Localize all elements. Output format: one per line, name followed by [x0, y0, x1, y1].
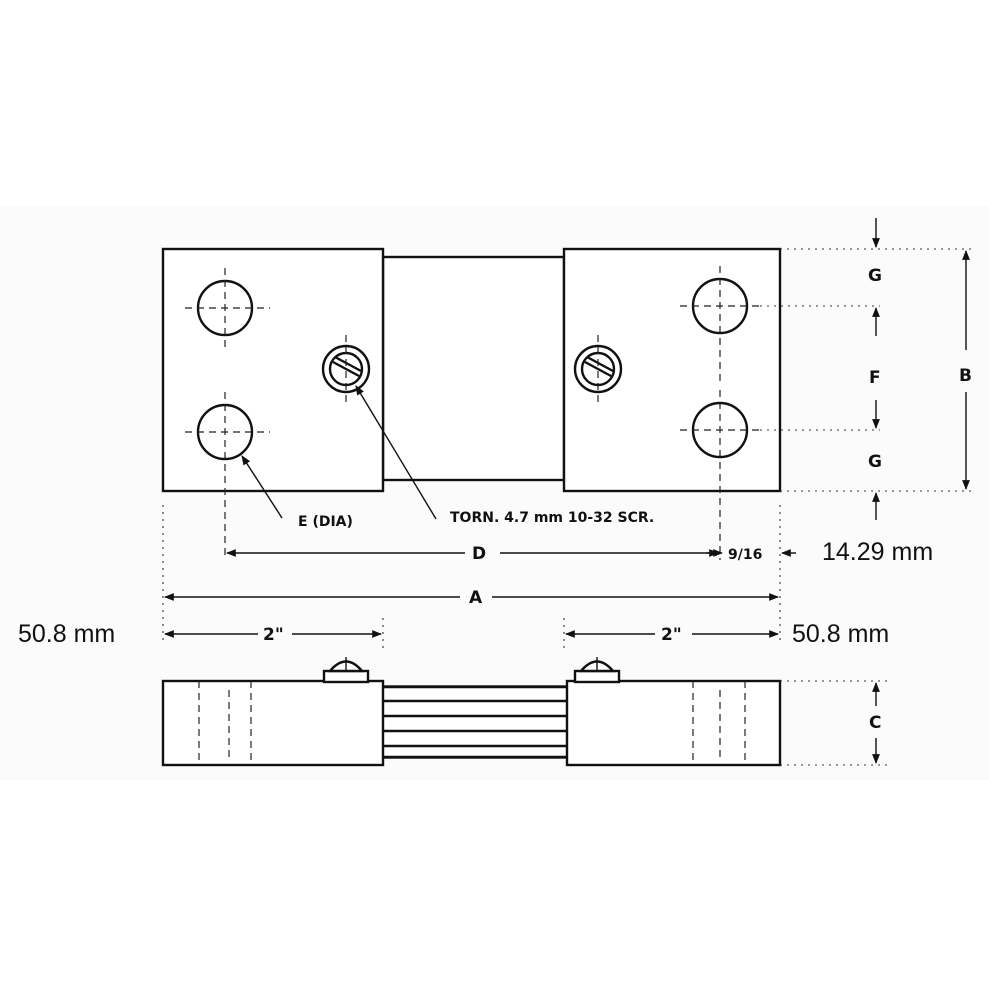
- label-50-8-mm-right: 50.8 mm: [792, 620, 889, 648]
- right-block-side: [565, 679, 782, 767]
- label-d: D: [472, 544, 486, 564]
- screw-head-left-icon: [322, 657, 370, 684]
- screw-head-right-icon: [573, 657, 621, 684]
- resistance-laminations: [379, 685, 571, 759]
- label-b: B: [959, 366, 972, 386]
- top-view: [161, 247, 975, 560]
- label-14-29-mm: 14.29 mm: [822, 538, 933, 566]
- label-g-bottom: G: [868, 452, 882, 472]
- right-terminal-block: [562, 247, 782, 493]
- label-g-top: G: [868, 266, 882, 286]
- label-a: A: [469, 588, 483, 608]
- label-c: C: [869, 713, 881, 733]
- label-2-inch-left: 2": [263, 625, 284, 645]
- left-block-side: [161, 679, 385, 767]
- label-hole-diameter: E (DIA): [298, 514, 353, 530]
- label-f: F: [869, 368, 881, 388]
- label-2-inch-right: 2": [661, 625, 682, 645]
- sense-screw-right-icon: [573, 335, 623, 403]
- label-9-16: 9/16: [728, 547, 762, 563]
- sense-screw-left-icon: [321, 335, 371, 403]
- label-50-8-mm-left: 50.8 mm: [18, 620, 115, 648]
- resistive-element: [381, 255, 566, 482]
- label-screw-note: TORN. 4.7 mm 10-32 SCR.: [450, 510, 654, 526]
- leader-lines: [241, 385, 437, 520]
- hole-centerlines: [185, 266, 760, 560]
- side-view: [161, 657, 890, 767]
